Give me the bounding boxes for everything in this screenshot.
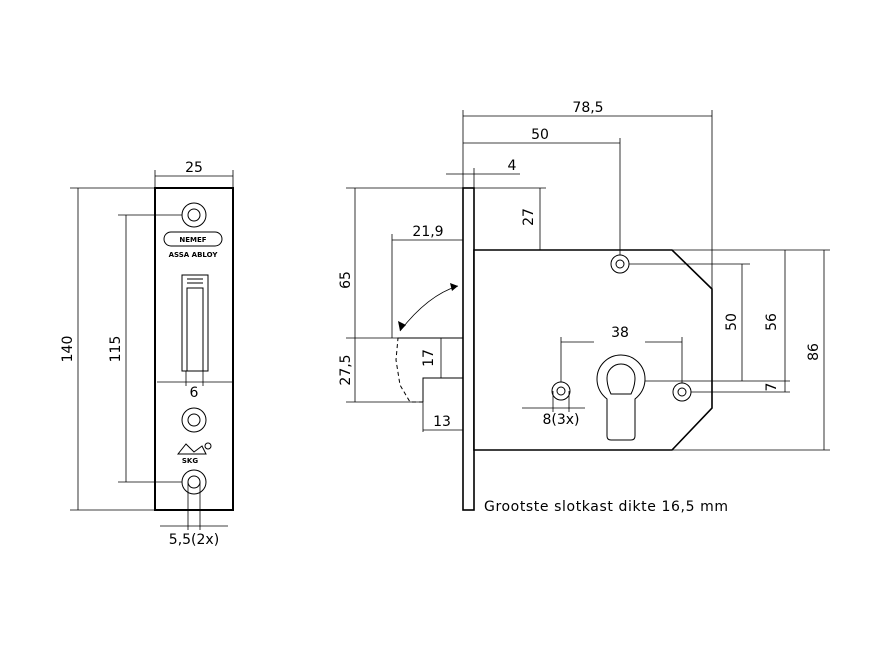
dimension-total-depth: 78,5 <box>462 100 713 289</box>
cylinder-to-hole-label: 7 <box>764 383 780 392</box>
case-height-label: 86 <box>806 343 822 361</box>
swing-arrowhead-start <box>398 321 406 331</box>
dimension-latch-reach: 21,9 <box>391 224 463 338</box>
skg-mark-text: SKG <box>182 457 198 465</box>
dimension-height: 140 <box>60 187 155 511</box>
dimension-latch-depth: 13 <box>422 402 463 432</box>
latch-width-label: 6 <box>190 385 199 401</box>
latch-bolt <box>395 337 463 403</box>
dimension-width: 25 <box>154 160 234 188</box>
swing-arrowhead-end <box>450 283 458 291</box>
latch-reach-label: 21,9 <box>412 224 443 240</box>
hole-to-cylinder-label: 50 <box>724 313 740 331</box>
faceplate-width-label: 25 <box>185 160 203 176</box>
hole-diameter-label: 5,5(2x) <box>169 532 219 548</box>
faceplate-view: NEMEF ASSA ABLOY SKG <box>60 160 234 548</box>
top-to-latch-label: 65 <box>338 271 354 289</box>
logo-brand-text: NEMEF <box>179 236 206 244</box>
middle-screw-hole <box>181 407 207 433</box>
latch-slot <box>181 274 209 372</box>
case-upper-label: 56 <box>764 313 780 331</box>
dimension-cylinder-to-hole: 7 <box>691 381 790 393</box>
dimension-cylinder-spacing: 38 <box>560 325 683 383</box>
dimension-top-to-hole: 27 <box>474 187 546 250</box>
faceplate-height-label: 140 <box>60 336 76 363</box>
side-hole-diameter-label: 8(3x) <box>542 412 579 428</box>
lock-case <box>473 249 713 451</box>
hole-spacing-label: 115 <box>108 336 124 363</box>
dimension-backset: 50 <box>463 127 621 255</box>
latch-to-bottom-label: 27,5 <box>338 354 354 385</box>
top-screw-hole <box>181 202 207 228</box>
latch-depth-label: 13 <box>433 414 451 430</box>
logo-group-text: ASSA ABLOY <box>169 251 219 259</box>
dimension-latch-to-bottom: 27,5 <box>338 338 423 403</box>
dimension-hole-to-cylinder: 50 <box>629 263 790 382</box>
dimension-plate-thickness: 4 <box>446 158 520 188</box>
dimension-latch-height: 17 <box>421 338 442 378</box>
case-thickness-note: Grootste slotkast dikte 16,5 mm <box>484 499 729 515</box>
plate-thickness-label: 4 <box>508 158 517 174</box>
dimension-latch-width: 6 <box>157 371 233 401</box>
dimension-case-height: 86 <box>672 250 830 451</box>
skg-mark: SKG <box>176 442 212 465</box>
cylinder-cutout <box>596 354 646 441</box>
dimension-top-to-latch: 65 <box>338 187 463 339</box>
dimension-hole-spacing: 115 <box>108 214 182 483</box>
bottom-screw-hole <box>181 469 207 495</box>
swing-arc <box>399 285 459 332</box>
dimension-hole-diameter-side: 8(3x) <box>522 391 585 428</box>
nemef-logo: NEMEF ASSA ABLOY <box>163 231 223 259</box>
top-to-hole-label: 27 <box>521 208 537 226</box>
total-depth-label: 78,5 <box>572 100 603 116</box>
forend-plate <box>462 187 475 511</box>
cylinder-cutout-inner <box>606 363 636 395</box>
dimension-hole-diameter: 5,5(2x) <box>160 482 228 548</box>
latch-height-label: 17 <box>421 349 437 367</box>
side-view: 78,5 50 4 27 21,9 <box>338 100 830 515</box>
dimension-case-upper: 56 <box>672 249 830 381</box>
cylinder-spacing-label: 38 <box>611 325 629 341</box>
backset-label: 50 <box>531 127 549 143</box>
faceplate-outline <box>154 187 234 511</box>
